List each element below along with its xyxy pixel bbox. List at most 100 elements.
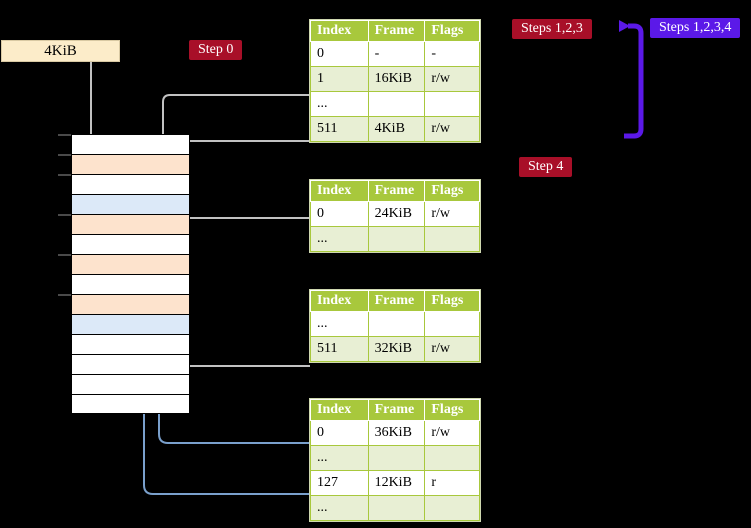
memory-block — [71, 254, 190, 274]
memory-block — [71, 394, 190, 414]
table-row: ... — [310, 226, 480, 252]
cell-frame — [367, 445, 426, 471]
column-header-flags: Flags — [424, 399, 480, 421]
cell-index: 511 — [310, 336, 369, 362]
table-header-row: Index Frame Flags — [310, 180, 480, 202]
table-row: ... — [310, 495, 480, 521]
cell-flags — [424, 311, 480, 337]
memory-tick — [58, 154, 71, 156]
cell-index: 0 — [310, 41, 369, 67]
cell-frame: 4KiB — [367, 116, 426, 142]
cell-index: ... — [310, 311, 369, 337]
memory-size-text: 4KiB — [44, 42, 77, 59]
cell-index: ... — [310, 91, 369, 117]
wire-pt3-12kib — [143, 213, 310, 495]
column-header-index: Index — [310, 20, 369, 42]
table-row: 0 - - — [310, 41, 480, 67]
table-row: 127 12KiB r — [310, 470, 480, 496]
page-table-level-2: Index Frame Flags ... 511 32KiB r/w — [310, 290, 480, 362]
cell-index: ... — [310, 445, 369, 471]
badge-step-4-label: Step 4 — [528, 159, 564, 174]
memory-tick — [58, 214, 71, 216]
cell-flags — [424, 226, 480, 252]
cell-index: ... — [310, 495, 369, 521]
badge-steps-1234-label: Steps 1,2,3,4 — [659, 20, 732, 35]
badge-steps-123-label: Steps 1,2,3 — [521, 21, 583, 36]
cell-index: ... — [310, 226, 369, 252]
cell-flags — [424, 495, 480, 521]
cell-index: 127 — [310, 470, 369, 496]
memory-block — [71, 234, 190, 254]
memory-tick — [58, 294, 71, 296]
cell-frame: - — [367, 41, 426, 67]
table-header-row: Index Frame Flags — [310, 20, 480, 42]
memory-block — [71, 334, 190, 354]
cell-frame: 16KiB — [367, 66, 426, 92]
column-header-index: Index — [310, 180, 369, 202]
badge-steps-123: Steps 1,2,3 — [512, 19, 592, 40]
cell-flags — [424, 91, 480, 117]
column-header-index: Index — [310, 399, 369, 421]
column-header-flags: Flags — [424, 290, 480, 312]
table-header-row: Index Frame Flags — [310, 290, 480, 312]
cell-index: 0 — [310, 420, 369, 446]
table-row: 0 24KiB r/w — [310, 201, 480, 227]
cell-flags: r/w — [424, 116, 480, 142]
memory-block — [71, 214, 190, 234]
memory-tick — [58, 174, 71, 176]
table-row: 1 16KiB r/w — [310, 66, 480, 92]
memory-size-label: 4KiB — [1, 40, 120, 62]
wire-pt2-32kib — [177, 314, 310, 367]
cell-frame — [367, 495, 426, 521]
column-header-flags: Flags — [424, 20, 480, 42]
cell-flags: r/w — [424, 201, 480, 227]
table-row: ... — [310, 311, 480, 337]
column-header-frame: Frame — [367, 290, 426, 312]
table-row: ... — [310, 91, 480, 117]
cell-frame: 24KiB — [367, 201, 426, 227]
cell-index: 0 — [310, 201, 369, 227]
memory-tick — [58, 134, 71, 136]
memory-block — [71, 154, 190, 174]
bracket-steps-arrow — [619, 20, 644, 139]
cell-flags: r/w — [424, 420, 480, 446]
cell-flags: r — [424, 470, 480, 496]
memory-block — [71, 354, 190, 374]
column-header-frame: Frame — [367, 180, 426, 202]
table-row: ... — [310, 445, 480, 471]
memory-block — [71, 294, 190, 314]
page-table-level-3: Index Frame Flags 0 36KiB r/w ... 127 12… — [310, 399, 480, 521]
table-row: 0 36KiB r/w — [310, 420, 480, 446]
wire-pt0-4kib — [176, 140, 310, 164]
column-header-frame: Frame — [367, 399, 426, 421]
memory-block — [71, 314, 190, 334]
memory-tick — [58, 254, 71, 256]
column-header-index: Index — [310, 290, 369, 312]
badge-step-0-label: Step 0 — [198, 42, 234, 57]
cell-frame — [367, 226, 426, 252]
memory-block — [71, 134, 190, 154]
wire-pt0-16kib — [162, 94, 310, 156]
cell-frame — [367, 91, 426, 117]
column-header-flags: Flags — [424, 180, 480, 202]
cell-frame: 32KiB — [367, 336, 426, 362]
page-table-level-0: Index Frame Flags 0 - - 1 16KiB r/w ... — [310, 20, 480, 142]
memory-block — [71, 274, 190, 294]
cell-flags: r/w — [424, 336, 480, 362]
column-header-frame: Frame — [367, 20, 426, 42]
badge-step-4: Step 4 — [519, 157, 573, 178]
memory-block — [71, 194, 190, 214]
cell-flags — [424, 445, 480, 471]
table-header-row: Index Frame Flags — [310, 399, 480, 421]
table-row: 511 32KiB r/w — [310, 336, 480, 362]
cell-frame: 36KiB — [367, 420, 426, 446]
cell-flags: r/w — [424, 66, 480, 92]
memory-block — [71, 374, 190, 394]
cell-frame — [367, 311, 426, 337]
cell-frame: 12KiB — [367, 470, 426, 496]
physical-memory-column — [71, 134, 190, 414]
table-row: 511 4KiB r/w — [310, 116, 480, 142]
page-table-level-1: Index Frame Flags 0 24KiB r/w ... — [310, 180, 480, 252]
badge-steps-1234: Steps 1,2,3,4 — [650, 18, 741, 39]
